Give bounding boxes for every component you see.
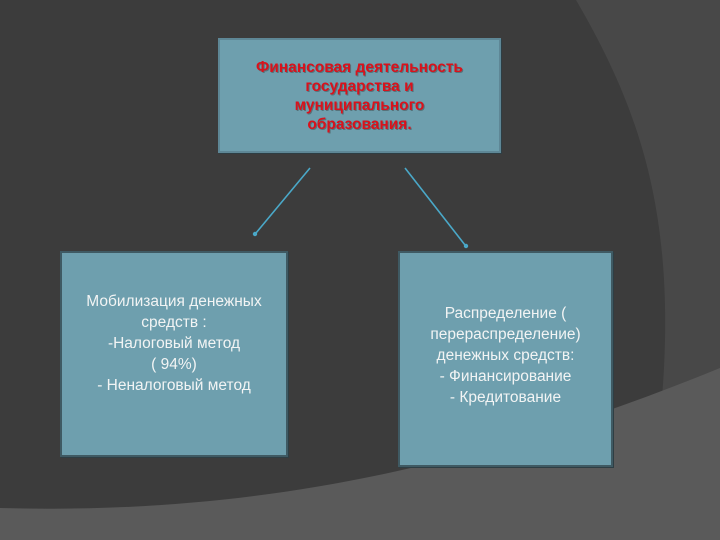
node-distribution-label: Распределение ( перераспределение) денеж… [430,304,581,406]
arrow-to-left [255,167,311,234]
node-mobilization: Мобилизация денежных средств : -Налоговы… [60,251,288,457]
arrow-to-right [404,167,466,246]
node-distribution: Распределение ( перераспределение) денеж… [398,251,613,467]
node-mobilization-label: Мобилизация денежных средств : -Налоговы… [86,292,262,394]
node-financial-activity-label: Финансовая деятельность государства и му… [256,58,463,133]
node-financial-activity: Финансовая деятельность государства и му… [218,38,501,153]
arrowhead-left-icon [252,231,258,237]
arrowhead-right-icon [463,243,469,249]
